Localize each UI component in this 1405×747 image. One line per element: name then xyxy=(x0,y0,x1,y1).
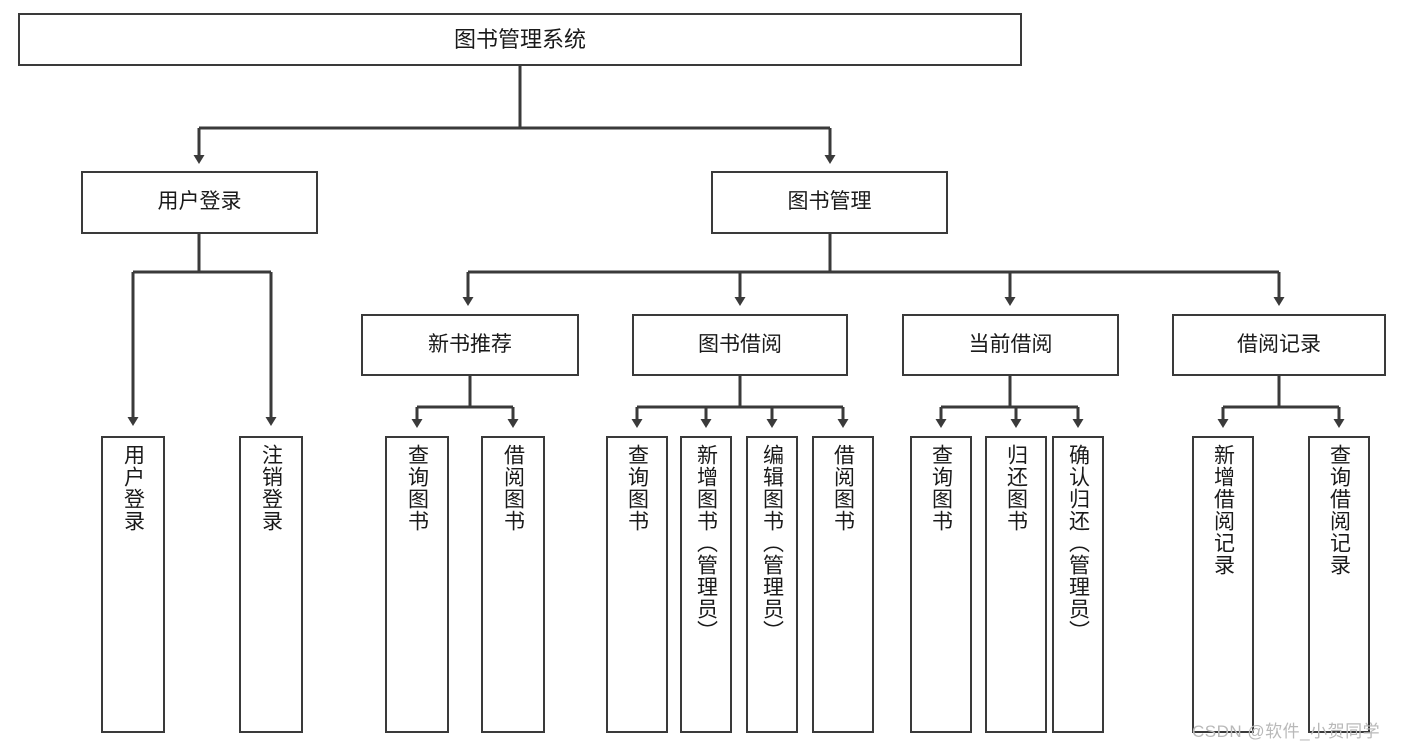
node-root[interactable]: 图书管理系统 xyxy=(18,13,1022,66)
leaf-edit-book-admin[interactable]: 编辑图书（管理员） xyxy=(746,436,798,733)
node-current-borrow-label: 当前借阅 xyxy=(968,332,1053,356)
node-user-login[interactable]: 用户登录 xyxy=(81,171,318,234)
leaf-add-borrow-record-label: 新增借阅记录 xyxy=(1211,444,1235,576)
leaf-add-book-admin[interactable]: 新增图书（管理员） xyxy=(680,436,732,733)
leaf-confirm-return-admin[interactable]: 确认归还（管理员） xyxy=(1052,436,1104,733)
leaf-query-books-new-label: 查询图书 xyxy=(405,444,429,532)
leaf-confirm-return-admin-label: 确认归还（管理员） xyxy=(1066,444,1090,642)
leaf-query-books-borrow-label: 查询图书 xyxy=(625,444,649,532)
node-book-management-label: 图书管理 xyxy=(787,190,872,214)
leaf-query-books-current-label: 查询图书 xyxy=(929,444,953,532)
leaf-query-books-new[interactable]: 查询图书 xyxy=(385,436,449,733)
leaf-borrow-book-label: 借阅图书 xyxy=(831,444,855,532)
node-borrow-records[interactable]: 借阅记录 xyxy=(1172,314,1386,376)
node-book-borrow[interactable]: 图书借阅 xyxy=(632,314,848,376)
leaf-user-login[interactable]: 用户登录 xyxy=(101,436,165,733)
leaf-query-borrow-record[interactable]: 查询借阅记录 xyxy=(1308,436,1370,733)
node-current-borrow[interactable]: 当前借阅 xyxy=(902,314,1119,376)
node-root-label: 图书管理系统 xyxy=(453,26,586,52)
leaf-add-book-admin-label: 新增图书（管理员） xyxy=(694,444,718,642)
leaf-edit-book-admin-label: 编辑图书（管理员） xyxy=(760,444,784,642)
leaf-borrow-books-new[interactable]: 借阅图书 xyxy=(481,436,545,733)
node-borrow-records-label: 借阅记录 xyxy=(1237,332,1321,356)
leaf-borrow-books-new-label: 借阅图书 xyxy=(501,444,525,532)
watermark: CSDN @软件_小贺同学 xyxy=(1192,722,1381,741)
node-new-book-recommend[interactable]: 新书推荐 xyxy=(361,314,579,376)
leaf-borrow-book[interactable]: 借阅图书 xyxy=(812,436,874,733)
leaf-query-books-borrow[interactable]: 查询图书 xyxy=(606,436,668,733)
leaf-user-login-label: 用户登录 xyxy=(121,444,145,532)
leaf-logout-login[interactable]: 注销登录 xyxy=(239,436,303,733)
node-new-book-recommend-label: 新书推荐 xyxy=(428,332,512,356)
leaf-return-book-label: 归还图书 xyxy=(1004,444,1028,532)
node-book-management[interactable]: 图书管理 xyxy=(711,171,948,234)
leaf-logout-login-label: 注销登录 xyxy=(259,444,283,532)
leaf-add-borrow-record[interactable]: 新增借阅记录 xyxy=(1192,436,1254,733)
leaf-query-borrow-record-label: 查询借阅记录 xyxy=(1327,444,1351,576)
node-book-borrow-label: 图书借阅 xyxy=(698,332,782,356)
node-user-login-label: 用户登录 xyxy=(157,190,242,214)
leaf-return-book[interactable]: 归还图书 xyxy=(985,436,1047,733)
leaf-query-books-current[interactable]: 查询图书 xyxy=(910,436,972,733)
